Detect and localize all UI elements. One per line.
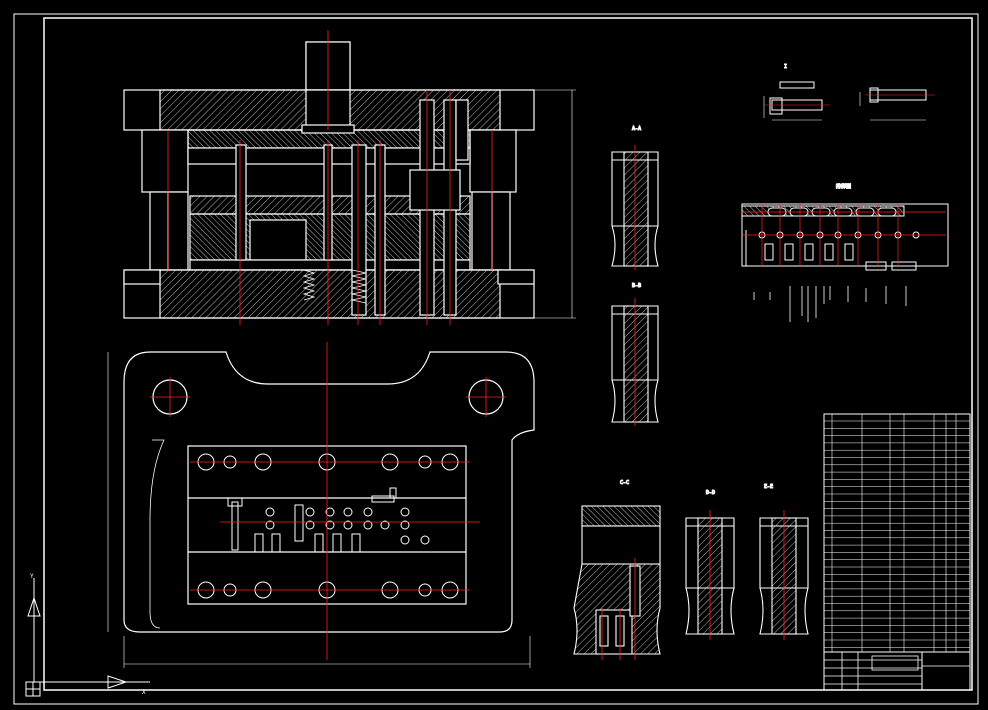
plan-view-centerlines xyxy=(150,342,506,660)
ucs-x-label: X xyxy=(142,689,146,696)
section-a-label: A-A xyxy=(632,126,641,132)
section-view-e[interactable]: E-E xyxy=(759,483,809,640)
plan-view[interactable] xyxy=(107,351,535,668)
strip-layout-view[interactable]: 排样图 xyxy=(741,183,949,271)
section-d-label: D-D xyxy=(706,490,715,496)
section-c-label: C-C xyxy=(620,480,629,486)
sheet-border xyxy=(13,13,979,705)
bom-row-lines xyxy=(824,420,970,648)
strip-layout-label: 排样图 xyxy=(836,183,851,190)
section-b-label: B-B xyxy=(632,283,641,289)
ucs-y-label: Y xyxy=(30,573,34,580)
section-e-label: E-E xyxy=(764,484,773,490)
bill-of-materials[interactable] xyxy=(823,413,971,653)
part-detail-view[interactable]: I xyxy=(763,64,935,121)
section-view-d[interactable]: D-D xyxy=(685,489,735,640)
front-view-centerlines xyxy=(167,30,493,325)
technical-notes xyxy=(753,286,907,322)
title-block[interactable] xyxy=(823,651,971,691)
ucs-icon: Y X xyxy=(25,573,150,697)
section-view-b[interactable]: B-B xyxy=(611,282,659,426)
part-detail-label: I xyxy=(784,64,787,70)
section-view-c[interactable]: C-C xyxy=(573,479,661,660)
section-view-a[interactable]: A-A xyxy=(611,125,659,270)
front-view-dimension xyxy=(534,89,576,319)
strip-layout-centerlines xyxy=(742,204,946,266)
front-section-view[interactable] xyxy=(123,41,535,319)
